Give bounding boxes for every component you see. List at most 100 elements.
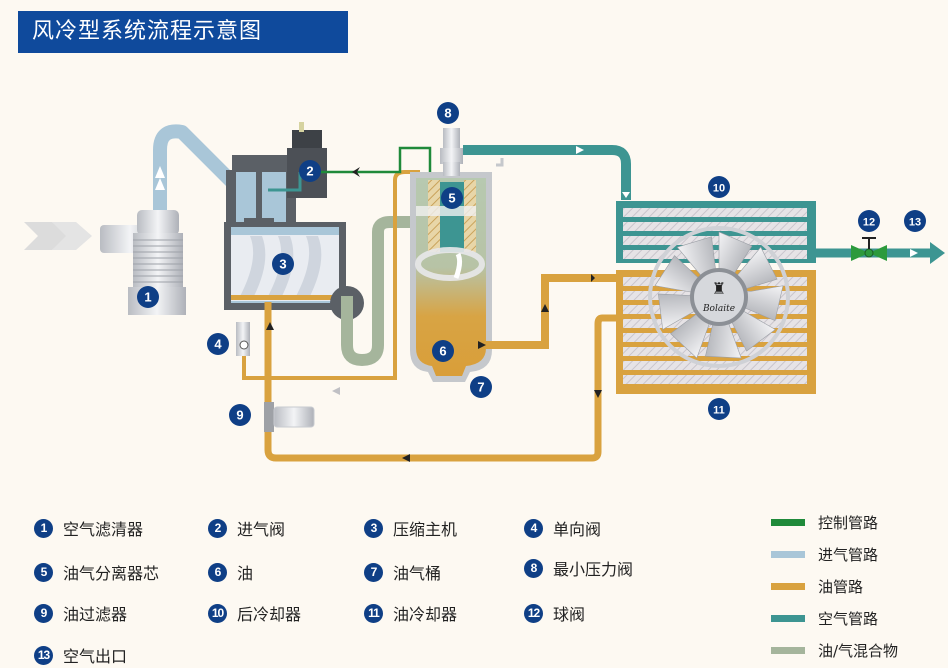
- legend-item-1: 1 空气滤清器: [34, 516, 143, 540]
- legend-item-7: 7 油气桶: [364, 560, 441, 584]
- pipe-legend-item: 空气管路: [771, 608, 878, 629]
- page-title: 风冷型系统流程示意图: [18, 11, 348, 53]
- cooling-fan: ♜ Bolaite: [648, 226, 790, 368]
- legend-number-badge: 12: [524, 603, 543, 623]
- badge-number: 7: [477, 380, 484, 395]
- legend-label: 球阀: [553, 605, 586, 624]
- badge-circle: [229, 404, 251, 426]
- pipe-color-swatch: [771, 519, 805, 526]
- badge-number: 5: [448, 191, 455, 206]
- legend-label: 最小压力阀: [553, 560, 634, 579]
- mix-pipe: [341, 216, 430, 367]
- brand-logo-icon: ♜: [712, 279, 726, 298]
- legend-label: 压缩主机: [393, 520, 458, 539]
- legend-number-badge: 4: [524, 518, 543, 538]
- legend-label: 油气桶: [393, 564, 442, 583]
- diagram-badge-2: 2: [299, 160, 321, 182]
- pipe-color-swatch: [771, 551, 805, 558]
- legend-label: 单向阀: [553, 520, 602, 539]
- legend-label: 空气出口: [63, 647, 128, 666]
- badge-number: 13: [909, 217, 921, 229]
- legend-item-8: 8 最小压力阀: [524, 556, 633, 580]
- legend-number-badge: 8: [524, 558, 543, 578]
- pipe-legend-label: 控制管路: [818, 514, 879, 532]
- badge-circle: [272, 253, 294, 275]
- pipe-color-swatch: [771, 583, 805, 590]
- air-inlet-arrow-icon: [24, 222, 92, 250]
- pipe-legend-label: 空气管路: [818, 610, 879, 628]
- legend-label: 油冷却器: [393, 605, 458, 624]
- pipe-legend-label: 油管路: [818, 578, 864, 596]
- oil-gas-tank: [410, 172, 492, 382]
- legend-label: 进气阀: [237, 520, 286, 539]
- badge-number: 6: [439, 344, 446, 359]
- diagram-badge-6: 6: [432, 340, 454, 362]
- diagram-badge-5: 5: [441, 187, 463, 209]
- diagram-badge-8: 8: [437, 102, 459, 124]
- badge-circle: [207, 333, 229, 355]
- legend-item-5: 5 油气分离器芯: [34, 560, 159, 584]
- badge-number: 12: [863, 217, 875, 229]
- legend-label: 空气滤清器: [63, 520, 144, 539]
- flow-arrows: [266, 274, 602, 462]
- fan-blade: [705, 295, 742, 359]
- diagram-badge-11: 11: [708, 398, 730, 420]
- badge-circle: [137, 286, 159, 308]
- inlet-valve: [226, 122, 327, 225]
- badge-number: 3: [279, 257, 286, 272]
- diagram-badge-12: 12: [858, 210, 880, 232]
- pipe-legend-item: 进气管路: [771, 544, 878, 565]
- diagram-badge-7: 7: [470, 376, 492, 398]
- badge-number: 4: [214, 337, 222, 352]
- pipe-color-swatch: [771, 615, 805, 622]
- diagram-badge-3: 3: [272, 253, 294, 275]
- badge-number: 8: [444, 106, 451, 121]
- legend-number-badge: 6: [208, 562, 227, 582]
- badge-number: 9: [236, 408, 243, 423]
- pipe-legend-item: 控制管路: [771, 512, 878, 533]
- badge-circle: [432, 340, 454, 362]
- air-pipe: [463, 145, 631, 200]
- legend-label: 油: [237, 564, 254, 583]
- min-pressure-valve: [440, 128, 463, 176]
- diagram-badge-1: 1: [137, 286, 159, 308]
- legend-item-11: 11 油冷却器: [364, 601, 457, 625]
- badge-circle: [299, 160, 321, 182]
- badge-number: 2: [306, 164, 313, 179]
- badge-circle: [858, 210, 880, 232]
- pipe-legend-label: 进气管路: [818, 546, 879, 564]
- legend-number-badge: 2: [208, 518, 227, 538]
- badge-circle: [904, 210, 926, 232]
- pipe-legend-label: 油/气混合物: [818, 642, 899, 660]
- badge-circle: [708, 176, 730, 198]
- ball-valve: [851, 237, 887, 261]
- badge-number: 1: [144, 290, 151, 305]
- legend-number-badge: 7: [364, 562, 383, 582]
- legend-number-badge: 5: [34, 562, 53, 582]
- pipe-color-swatch: [771, 647, 805, 654]
- fan-brand: Bolaite: [702, 304, 735, 314]
- diagram-badge-10: 10: [708, 176, 730, 198]
- aftercooler: [616, 201, 816, 263]
- check-valve: [236, 322, 250, 356]
- legend-number-badge: 9: [34, 603, 53, 623]
- legend-item-4: 4 单向阀: [524, 516, 601, 540]
- badge-circle: [470, 376, 492, 398]
- legend-item-12: 12 球阀: [524, 601, 585, 625]
- legend-label: 后冷却器: [237, 605, 302, 624]
- legend-number-badge: 13: [34, 645, 53, 665]
- pipe-legend-item: 油/气混合物: [771, 640, 898, 661]
- legend-label: 油气分离器芯: [63, 564, 160, 583]
- badge-circle: [437, 102, 459, 124]
- diagram-badge-9: 9: [229, 404, 251, 426]
- legend-item-2: 2 进气阀: [208, 516, 285, 540]
- legend-number-badge: 1: [34, 518, 53, 538]
- oil-return-pipe: [264, 302, 618, 462]
- pipe-legend-item: 油管路: [771, 576, 863, 597]
- intake-pipe: [153, 124, 245, 210]
- legend-number-badge: 11: [364, 603, 383, 623]
